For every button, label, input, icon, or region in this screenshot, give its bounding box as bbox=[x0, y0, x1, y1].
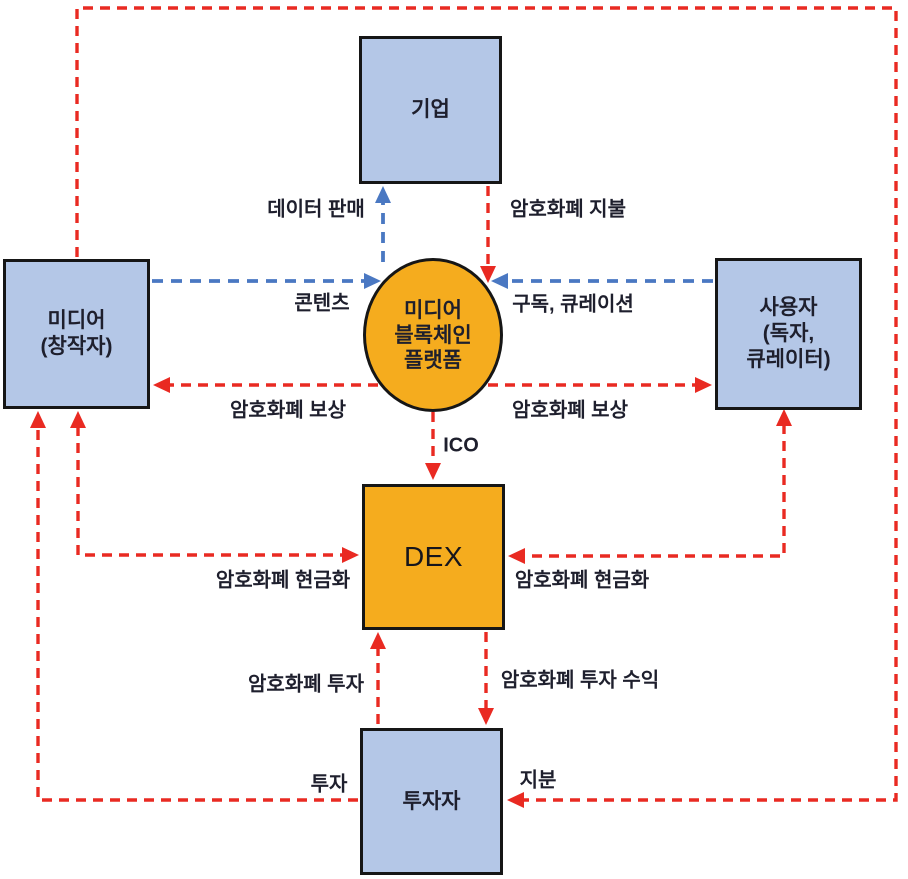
arrowhead-right-icon bbox=[695, 377, 712, 393]
node-dex-label: DEX bbox=[403, 541, 464, 572]
node-dex: DEX bbox=[362, 484, 505, 630]
node-company-label: 기업 bbox=[411, 98, 450, 121]
edge-label-equity: 지분 bbox=[519, 769, 557, 792]
node-platform-label-line3: 플랫폼 bbox=[404, 348, 462, 372]
edge-crypto-reward-right bbox=[488, 377, 712, 393]
edge-data-sale bbox=[375, 186, 391, 262]
arrowhead-down-icon bbox=[425, 463, 441, 480]
edge-label-crypto-cashout-right: 암호화폐 현금화 bbox=[514, 569, 650, 592]
edge-subscription-curation bbox=[491, 273, 713, 289]
edge-label-investment: 투자 bbox=[310, 773, 348, 796]
arrowhead-left-icon bbox=[153, 377, 170, 393]
arrowhead-up-icon bbox=[30, 411, 46, 428]
node-media-label-line2: (창작자) bbox=[40, 335, 113, 358]
edge-label-crypto-payment: 암호화폐 지불 bbox=[510, 198, 626, 221]
arrowhead-right-icon bbox=[342, 547, 359, 563]
edge-investment bbox=[30, 411, 358, 802]
edge-ico bbox=[425, 412, 441, 480]
edge-crypto-payment bbox=[480, 186, 496, 283]
arrowhead-up-icon bbox=[776, 409, 792, 426]
edge-label-ico: ICO bbox=[443, 434, 479, 457]
arrowhead-right-icon bbox=[364, 273, 381, 289]
edge-label-crypto-investment: 암호화폐 투자 bbox=[248, 673, 364, 696]
arrowhead-down-icon bbox=[480, 266, 496, 283]
arrowhead-left-icon bbox=[508, 548, 525, 564]
edge-label-content: 콘텐츠 bbox=[294, 292, 350, 315]
edge-label-subscription-curation: 구독, 큐레이션 bbox=[512, 293, 634, 316]
node-platform: 미디어 블록체인 플랫폼 bbox=[363, 258, 503, 412]
node-investor: 투자자 bbox=[360, 728, 503, 875]
arrowhead-up-icon bbox=[70, 411, 86, 428]
arrowhead-left-icon bbox=[507, 792, 524, 808]
arrowhead-up-icon bbox=[375, 186, 391, 203]
node-company: 기업 bbox=[359, 36, 502, 184]
node-user: 사용자 (독자, 큐레이터) bbox=[715, 258, 862, 410]
node-platform-label-line1: 미디어 bbox=[404, 298, 462, 322]
edge-label-crypto-cashout-left: 암호화폐 현금화 bbox=[215, 569, 351, 592]
node-user-label-line3: 큐레이터) bbox=[746, 348, 831, 371]
node-platform-label-line2: 블록체인 bbox=[394, 323, 472, 347]
arrowhead-up-icon bbox=[370, 632, 386, 649]
edge-label-crypto-reward-right: 암호화폐 보상 bbox=[512, 399, 628, 422]
node-user-label-line2: (독자, bbox=[762, 322, 815, 345]
node-media: 미디어 (창작자) bbox=[3, 259, 150, 409]
edge-equity bbox=[75, 6, 898, 808]
edge-crypto-cashout-right bbox=[508, 409, 792, 564]
node-user-label-line1: 사용자 bbox=[759, 296, 818, 319]
arrowhead-left-icon bbox=[491, 273, 508, 289]
edge-crypto-investment-return bbox=[478, 632, 494, 725]
edge-label-crypto-reward-left: 암호화폐 보상 bbox=[230, 399, 346, 422]
node-media-label-line1: 미디어 bbox=[47, 309, 106, 332]
edge-label-data-sale: 데이터 판매 bbox=[267, 198, 365, 221]
edge-content bbox=[152, 273, 381, 289]
edge-crypto-investment bbox=[370, 632, 386, 724]
edge-crypto-reward-left bbox=[153, 377, 378, 393]
node-investor-label: 투자자 bbox=[402, 789, 461, 813]
arrowhead-down-icon bbox=[478, 708, 494, 725]
edge-label-crypto-investment-return: 암호화폐 투자 수익 bbox=[500, 669, 660, 692]
edge-crypto-cashout-left bbox=[70, 411, 359, 563]
